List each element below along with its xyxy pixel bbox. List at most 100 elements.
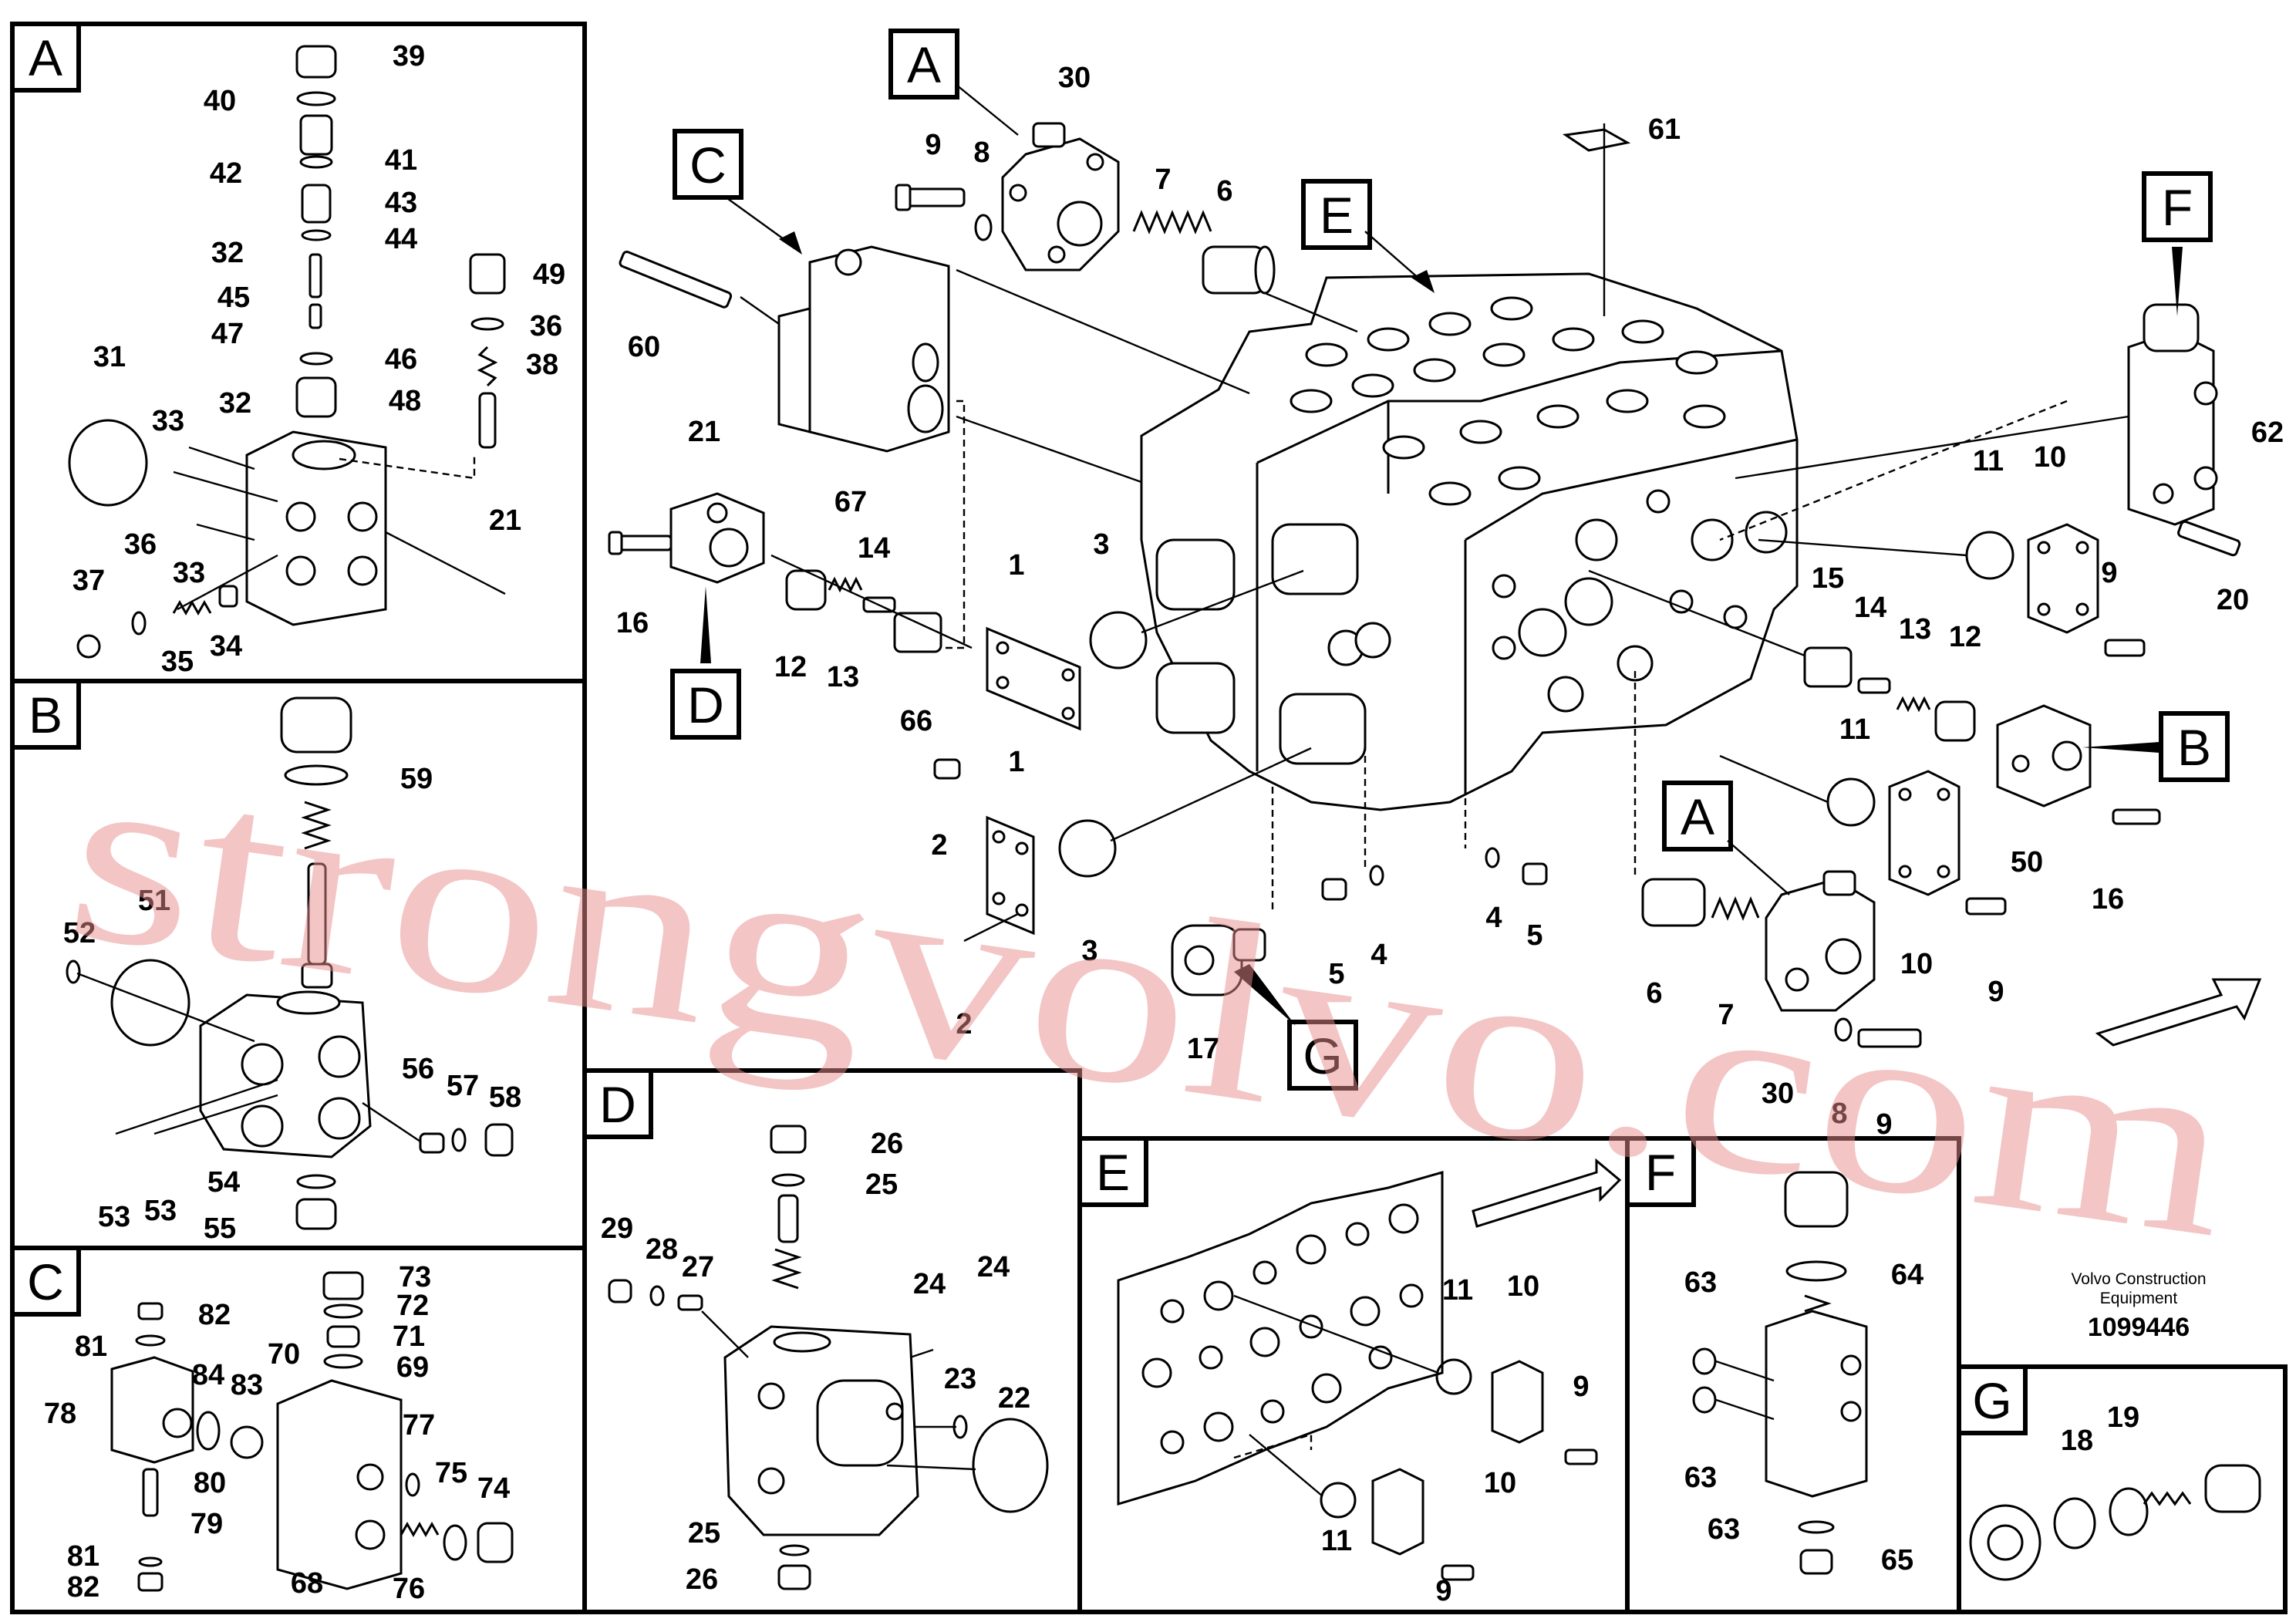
main-part-numbers: 30 9 8 7 6 61 60 67 21 16 12 13 14 66 1 … [616, 62, 2284, 1141]
part-number: 50 [2011, 846, 2043, 878]
part-number: 17 [1187, 1033, 1219, 1065]
callout-box-c: C [673, 129, 802, 255]
panel-f-part-numbers: 64 63 63 63 65 [1684, 1259, 1923, 1576]
part-number: 71 [393, 1320, 425, 1353]
svg-text:D: D [687, 676, 724, 733]
panel-b-parts [66, 696, 514, 1230]
part-number: 33 [152, 405, 184, 437]
part-number: 7 [1155, 164, 1171, 196]
svg-text:A: A [907, 36, 941, 93]
part-number: 76 [393, 1573, 425, 1605]
plug-12-left [785, 569, 827, 611]
part-number: 5 [1328, 958, 1344, 990]
part-number: 81 [75, 1330, 107, 1363]
bolt-2-upper [933, 758, 961, 780]
part-number: 2 [956, 1008, 972, 1040]
callout-box-f: F [2142, 171, 2213, 316]
plug-5-right [1522, 862, 1548, 885]
panel-label-g: G [1957, 1364, 2028, 1435]
panel-e-parts [1117, 1158, 1622, 1581]
part-number: 11 [1321, 1525, 1352, 1557]
part-number: 73 [399, 1261, 431, 1293]
part-number: 37 [72, 565, 105, 597]
cover-plate-10-upper [2027, 523, 2099, 634]
panel-e-part-numbers: 11 10 9 10 11 9 [1321, 1270, 1590, 1607]
o-ring-4-right [1485, 847, 1500, 868]
plug-6-top [1202, 245, 1276, 295]
washer-8-top [974, 214, 993, 241]
part-number: 20 [2217, 584, 2249, 616]
part-number: 6 [1646, 977, 1662, 1010]
valve-21 [669, 492, 765, 584]
part-number: 39 [393, 40, 425, 73]
part-number: 13 [1899, 613, 1931, 646]
nameplate-61 [1562, 123, 1631, 316]
part-number: 60 [628, 331, 660, 363]
part-number: 2 [931, 829, 947, 862]
part-number: 34 [210, 630, 242, 663]
panel-label-e: E [1077, 1136, 1148, 1207]
part-number: 54 [207, 1166, 240, 1199]
svg-text:G: G [1972, 1372, 2011, 1429]
part-number: 69 [396, 1351, 429, 1384]
part-number: 24 [977, 1251, 1010, 1283]
panel-c-parts [110, 1271, 514, 1592]
svg-text:B: B [29, 686, 62, 744]
o-ring-11-upper [1965, 531, 2014, 580]
svg-text:A: A [29, 29, 62, 86]
o-ring-11-lower [1826, 777, 1876, 827]
panel-a-part-numbers: 39 40 41 42 43 32 44 45 47 46 48 49 36 3… [72, 40, 565, 678]
panel-label-d: D [582, 1068, 653, 1139]
part-number: 42 [210, 157, 242, 190]
part-number: 80 [194, 1467, 226, 1499]
part-number: 11 [1442, 1274, 1473, 1307]
part-number: 1 [1008, 549, 1024, 582]
relief-valve-17 [1171, 924, 1266, 996]
spring-7-top [1132, 210, 1212, 234]
part-number: 74 [477, 1472, 510, 1505]
plug-5-center [1321, 878, 1347, 901]
part-number: 41 [385, 144, 417, 177]
part-number: 19 [2107, 1401, 2139, 1434]
panel-d-parts [608, 1125, 1049, 1590]
part-number: 30 [1058, 62, 1091, 94]
part-number: 45 [217, 282, 250, 314]
panel-label-c: C [10, 1246, 81, 1317]
o-ring-4-center [1369, 865, 1384, 886]
part-number: 8 [1831, 1098, 1847, 1130]
part-number: 84 [192, 1359, 224, 1391]
part-number: 7 [1718, 999, 1734, 1031]
svg-text:E: E [1096, 1144, 1130, 1201]
callout-box-a-top: A [888, 29, 1019, 136]
panel-a-parts [68, 45, 506, 659]
part-number: 10 [1484, 1467, 1516, 1499]
part-number: 82 [198, 1299, 231, 1331]
part-number: 43 [385, 187, 417, 219]
part-number: 52 [63, 917, 96, 949]
part-number: 51 [138, 885, 170, 917]
part-number: 26 [871, 1128, 903, 1160]
part-number: 3 [1093, 528, 1109, 561]
part-number: 57 [447, 1070, 479, 1102]
spring-13-left [828, 576, 863, 593]
part-number: 44 [385, 223, 417, 255]
part-number: 10 [1900, 948, 1933, 980]
part-number: 83 [231, 1369, 263, 1401]
part-number: 53 [98, 1201, 130, 1233]
valve-30-lower [1765, 870, 1876, 1012]
part-number: 32 [219, 387, 251, 420]
panel-label-f: F [1625, 1136, 1696, 1207]
part-number: 63 [1684, 1266, 1717, 1299]
part-number: 63 [1708, 1513, 1740, 1546]
panel-label-b: B [10, 679, 81, 750]
part-number: 3 [1081, 935, 1097, 967]
washer-8-lower [1834, 1017, 1853, 1042]
part-number: 16 [2092, 883, 2124, 916]
part-number: 32 [211, 237, 244, 269]
part-number: 10 [1507, 1270, 1539, 1303]
svg-text:G: G [1303, 1027, 1342, 1084]
plug-6-lower [1641, 878, 1706, 927]
part-number: 78 [44, 1398, 76, 1430]
part-number: 5 [1526, 919, 1542, 952]
